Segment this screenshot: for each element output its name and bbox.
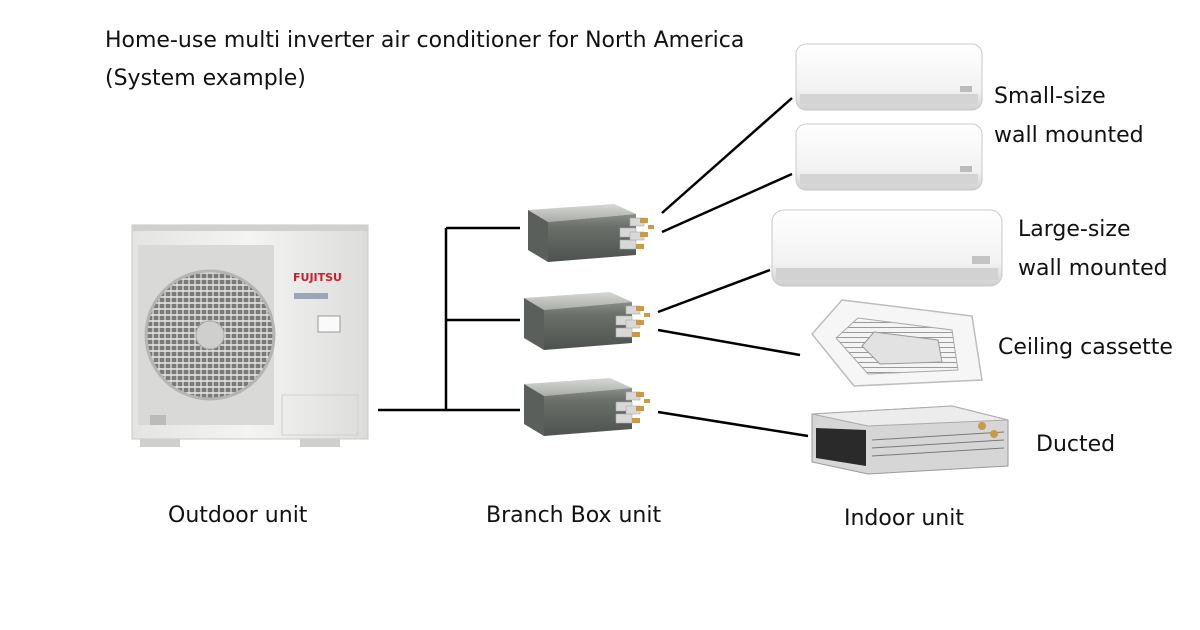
ceiling-cassette-label: Ceiling cassette <box>998 335 1173 360</box>
pipe-lines <box>378 97 809 438</box>
small-wall-label-line2: wall mounted <box>994 123 1144 148</box>
branch-box-label: Branch Box unit <box>486 503 662 528</box>
branch-box-2 <box>524 292 650 350</box>
link-small-wall-1 <box>661 97 793 214</box>
large-wall-label-line1: Large-size <box>1018 217 1131 242</box>
branch-box-3 <box>524 378 650 436</box>
small-wall-label-line1: Small-size <box>994 84 1106 109</box>
diagram-title: Home-use multi inverter air conditioner … <box>105 28 745 53</box>
large-wall-label-line2: wall mounted <box>1018 256 1168 281</box>
link-ducted <box>657 410 809 438</box>
diagram-subtitle: (System example) <box>105 66 306 91</box>
link-ceiling-cassette <box>657 328 801 357</box>
outdoor-unit-label: Outdoor unit <box>168 503 308 528</box>
ceiling-cassette-unit <box>811 299 983 387</box>
outdoor-unit-image <box>131 224 369 447</box>
large-wall-unit <box>771 209 1003 287</box>
link-large-wall <box>657 268 771 314</box>
small-wall-unit-2 <box>795 123 983 191</box>
ducted-label: Ducted <box>1036 432 1116 457</box>
outdoor-brand-logo: FUJITSU <box>293 271 342 284</box>
branch-box-1 <box>528 204 654 262</box>
small-wall-unit-1 <box>795 43 983 111</box>
indoor-unit-label: Indoor unit <box>844 506 964 531</box>
link-small-wall-2 <box>661 172 793 234</box>
ducted-unit <box>811 405 1009 475</box>
